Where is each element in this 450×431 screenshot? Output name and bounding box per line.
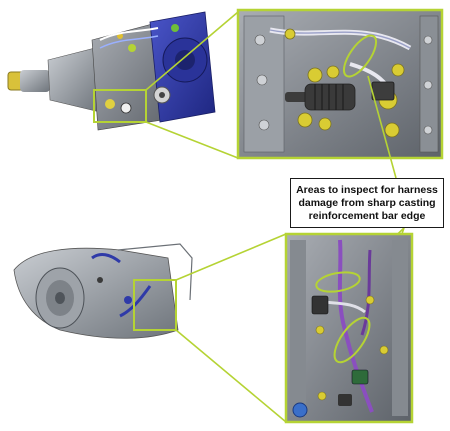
top-leader-lines [145,11,239,159]
top-highlight-box [93,89,147,123]
bottom-highlight-box [133,279,177,331]
top-detail-view [236,8,444,160]
inspection-callout: Areas to inspect for harness damage from… [290,178,444,228]
top-inspection-ellipse [342,34,378,78]
top-transmission-drawing [7,11,216,131]
bottom-inspection-ellipse-lower [333,316,371,364]
bottom-transmission-drawing [13,243,193,339]
bottom-inspection-ellipse-upper [315,271,361,293]
bottom-detail-view [284,232,414,424]
bottom-leader-lines [175,233,287,423]
callout-text: Areas to inspect for harness damage from… [296,183,438,222]
